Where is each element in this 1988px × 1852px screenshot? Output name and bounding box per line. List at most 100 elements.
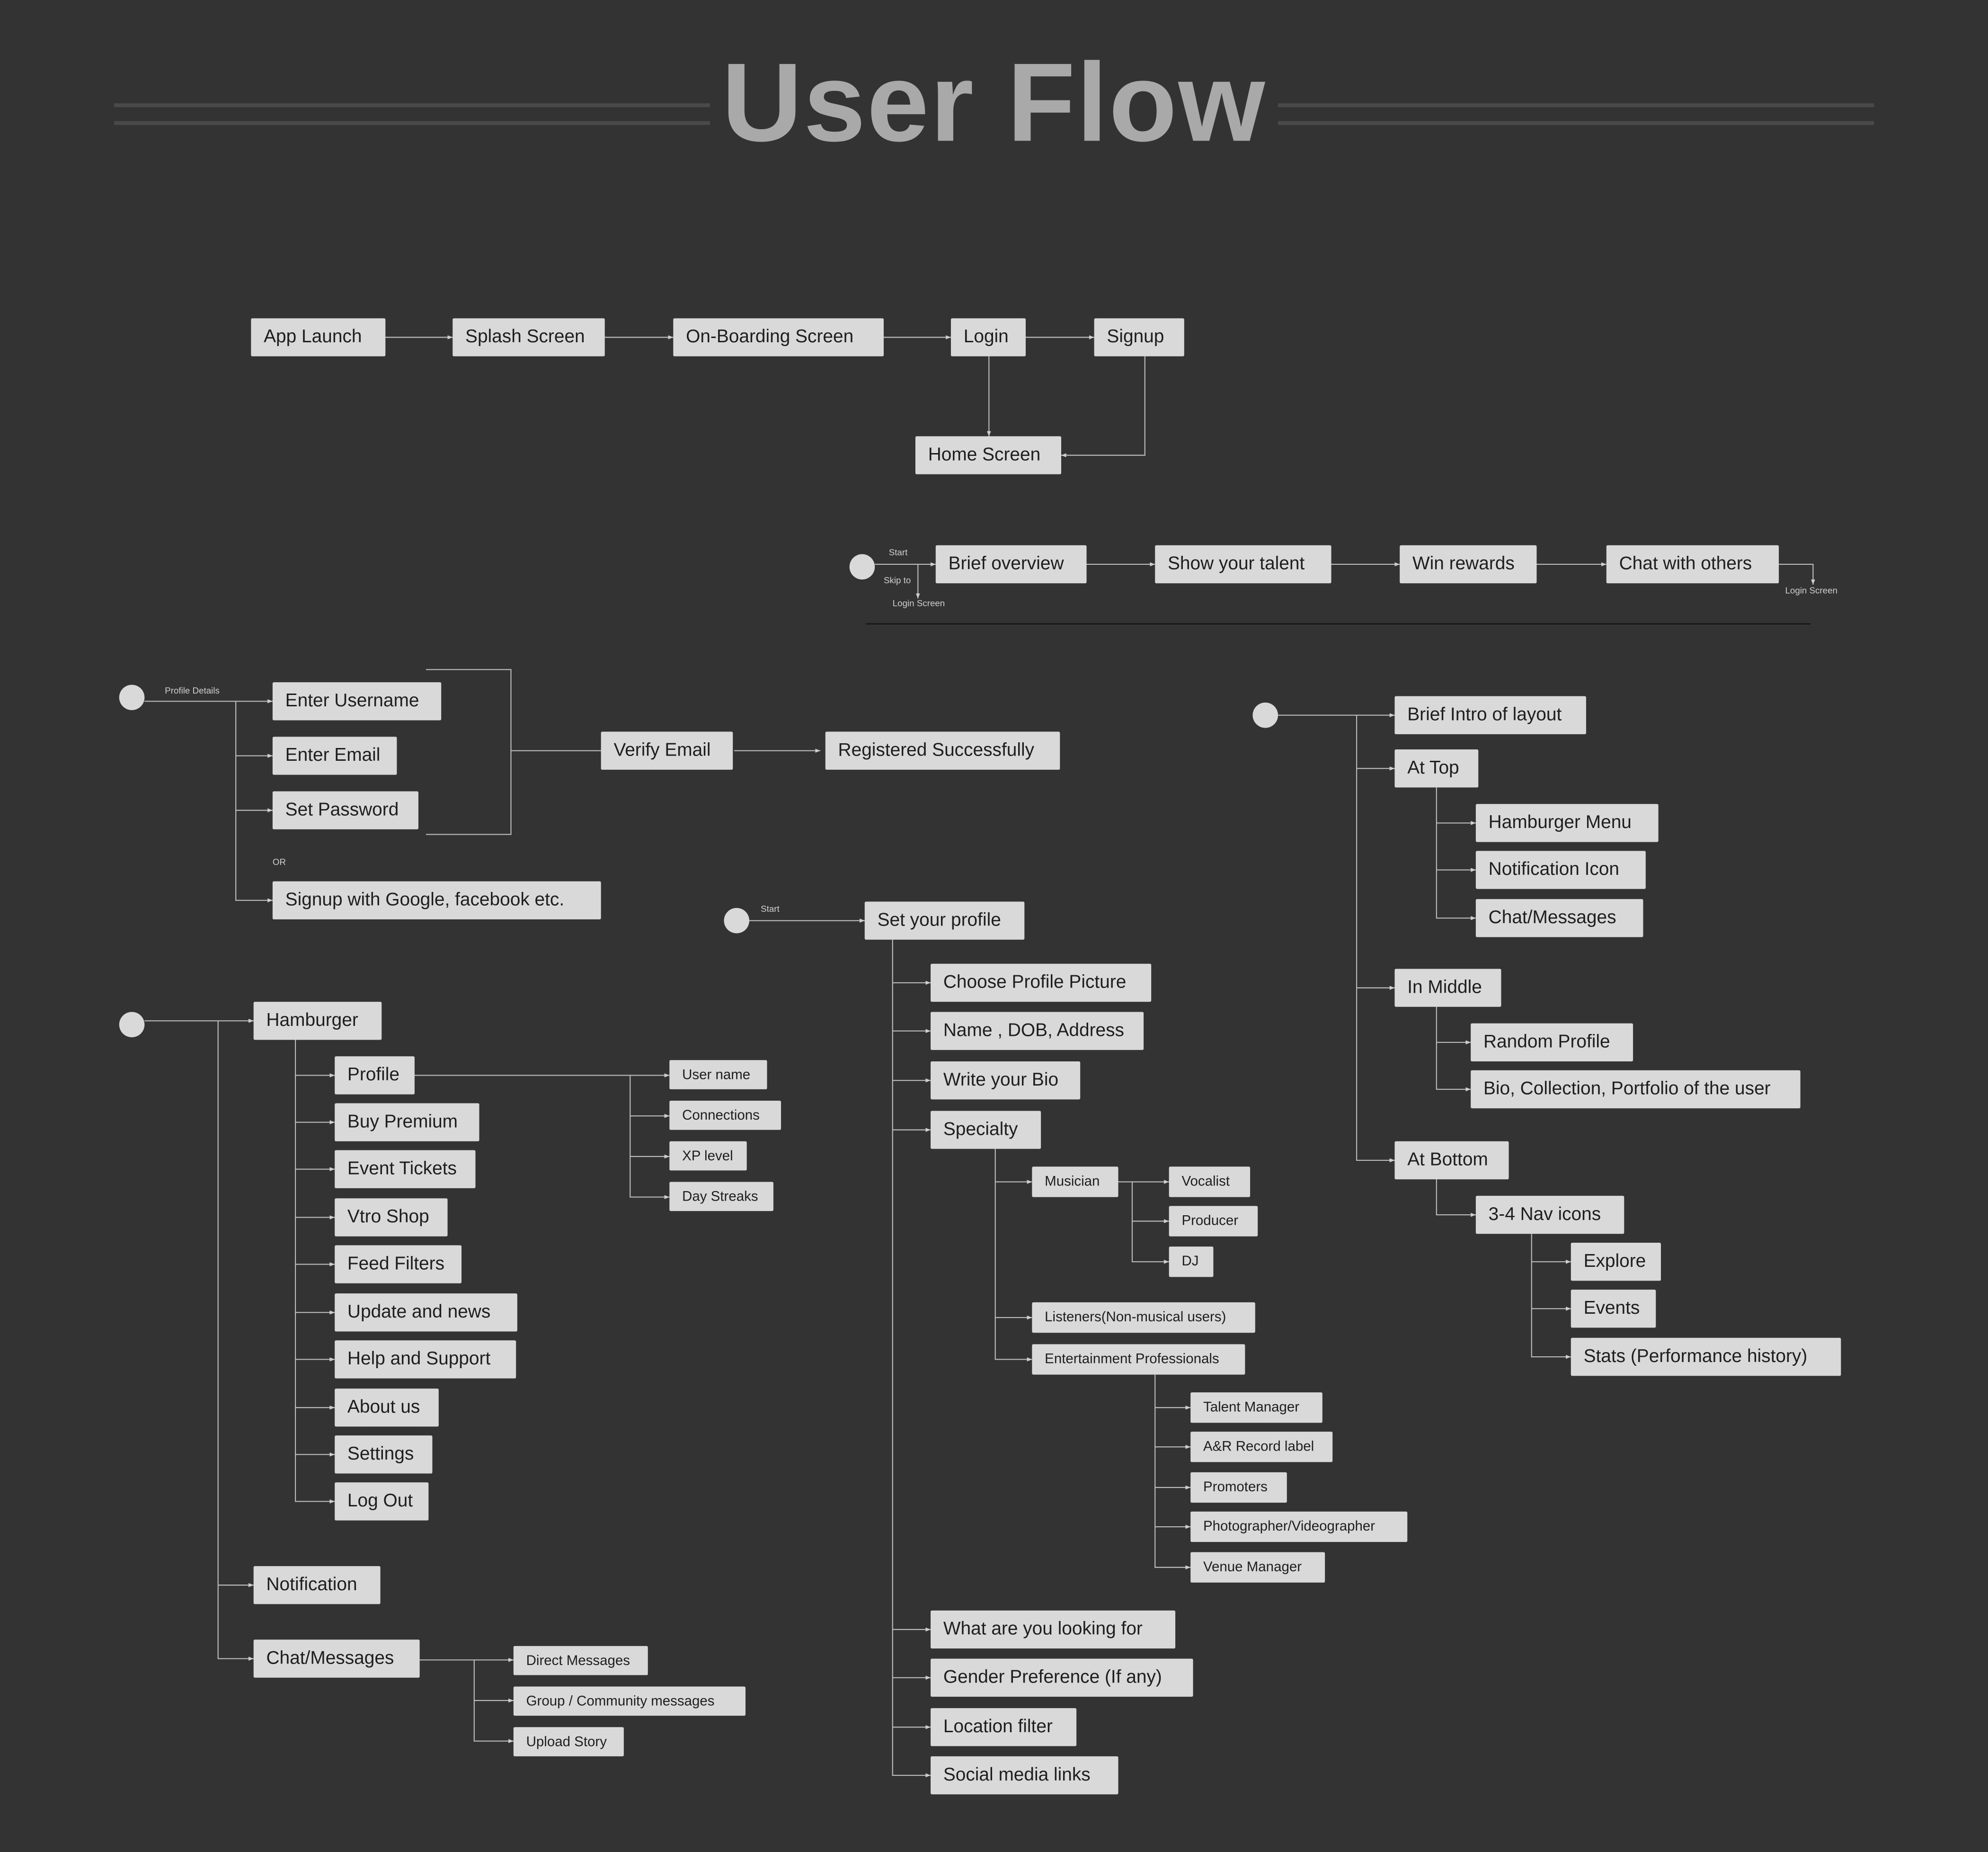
flow-node-menu-items-9: Log Out	[335, 1482, 429, 1521]
flow-node-layout-top: At Top	[1394, 749, 1479, 788]
start-node-signup	[119, 685, 145, 711]
arrow-connector	[1436, 1179, 1476, 1217]
flow-node-profile-setup-root: Set your profile	[864, 901, 1025, 940]
start-node-menu	[119, 1012, 145, 1038]
bracket-connector	[426, 669, 512, 835]
arrow-connector	[1436, 787, 1476, 920]
flow-node-profile-setup-specialty-entertainment-items-3: Photographer/Videographer	[1190, 1511, 1408, 1542]
flow-node-main-flow-home: Home Screen	[915, 436, 1061, 474]
arrow-connector	[217, 1021, 254, 1661]
flow-node-menu-chat-items-2: Upload Story	[513, 1727, 624, 1756]
flow-node-onboarding-steps-1: Show your talent	[1155, 545, 1331, 584]
flow-node-menu-hamburger: Hamburger	[253, 1002, 382, 1040]
flow-node-menu-chat-items-1: Group / Community messages	[513, 1686, 746, 1716]
flow-node-main-flow-login: Login	[950, 318, 1026, 356]
flow-node-menu-chat-items-0: Direct Messages	[513, 1646, 648, 1675]
flow-node-layout-middle-items-1: Bio, Collection, Portfolio of the user	[1471, 1070, 1801, 1109]
start-node-profile-setup	[724, 908, 750, 934]
flow-node-menu-items-7: About us	[335, 1389, 439, 1427]
flow-node-menu-chat: Chat/Messages	[253, 1639, 420, 1678]
flow-node-menu-notification: Notification	[253, 1566, 381, 1604]
flow-node-profile-setup-items-3: Specialty	[931, 1111, 1041, 1149]
flow-node-profile-setup-specialty-musician-items-0: Vocalist	[1169, 1166, 1251, 1197]
flow-node-menu-profile-items-3: Day Streaks	[669, 1182, 773, 1211]
annotation-profile-setup-start: Start	[761, 905, 780, 915]
arrow-connector	[1154, 1374, 1191, 1570]
flow-node-layout-top-items-1: Notification Icon	[1475, 851, 1646, 889]
annotation-onboarding-end-target: Login Screen	[1785, 587, 1838, 596]
flow-node-layout-middle: In Middle	[1394, 969, 1501, 1007]
flow-node-menu-items-1: Buy Premium	[335, 1103, 479, 1141]
annotation-onboarding-skip: Skip to	[883, 577, 911, 586]
flow-node-main-flow-splash: Splash Screen	[453, 318, 605, 356]
flow-node-profile-setup-items-1: Name , DOB, Address	[931, 1012, 1144, 1050]
arrow-connector	[994, 1149, 1032, 1362]
arrow-connector	[1779, 563, 1815, 585]
annotation-onboarding-start: Start	[888, 549, 908, 558]
arrow-connector	[1131, 1182, 1169, 1264]
arrow-connector	[1356, 715, 1395, 1163]
flow-node-signup-flow-fields-1: Enter Email	[272, 737, 397, 775]
flow-node-profile-setup-specialty-musician-items-2: DJ	[1169, 1247, 1214, 1277]
arrow-connector	[1061, 356, 1145, 457]
arrow-connector	[295, 1040, 335, 1504]
flow-node-menu-items-2: Event Tickets	[335, 1150, 476, 1188]
flow-node-menu-profile-items-2: XP level	[669, 1141, 747, 1171]
annotation-signup-flow-label: Profile Details	[165, 687, 220, 696]
flow-node-menu-profile-items-1: Connections	[669, 1101, 781, 1130]
annotation-onboarding-skip-target: Login Screen	[892, 599, 945, 609]
flow-node-profile-setup-items-5: Gender Preference (If any)	[931, 1658, 1193, 1697]
flow-node-profile-setup-items-4: What are you looking for	[931, 1610, 1176, 1649]
flow-node-menu-items-8: Settings	[335, 1435, 433, 1474]
flow-node-profile-setup-specialty-entertainment-items-2: Promoters	[1190, 1472, 1287, 1503]
flow-node-menu-items-3: Vtro Shop	[335, 1198, 448, 1237]
start-node-layout	[1252, 702, 1278, 728]
flow-node-signup-flow-social: Signup with Google, facebook etc.	[272, 881, 601, 919]
arrow-connector	[235, 701, 273, 903]
arrow-connector	[892, 939, 931, 1778]
flow-node-onboarding-steps-0: Brief overview	[935, 545, 1087, 584]
flow-node-layout-nav: 3-4 Nav icons	[1475, 1195, 1624, 1234]
flow-node-signup-flow-success: Registered Successfully	[825, 731, 1060, 770]
flow-node-menu-items-0: Profile	[335, 1056, 415, 1095]
title-rule-right	[1278, 103, 1874, 125]
flow-node-layout-nav-items-0: Explore	[1571, 1243, 1661, 1281]
flow-node-signup-flow-fields-2: Set Password	[272, 791, 418, 829]
flow-node-profile-setup-specialty-entertainment-items-0: Talent Manager	[1190, 1392, 1322, 1423]
flow-node-profile-setup-specialty-listeners: Listeners(Non-musical users)	[1032, 1302, 1255, 1333]
start-node-onboarding	[849, 554, 875, 580]
arrow-connector	[1531, 1234, 1571, 1359]
flow-node-menu-items-6: Help and Support	[335, 1340, 516, 1379]
annotation-signup-flow-or: OR	[272, 858, 286, 868]
flow-node-layout-nav-items-1: Events	[1571, 1290, 1656, 1328]
flow-node-layout-intro: Brief Intro of layout	[1394, 696, 1586, 734]
flow-node-menu-items-5: Update and news	[335, 1293, 517, 1332]
flow-node-main-flow-onboarding: On-Boarding Screen	[673, 318, 884, 356]
flow-node-profile-setup-items-6: Location filter	[931, 1708, 1077, 1746]
flow-node-main-flow-signup: Signup	[1094, 318, 1184, 356]
flow-node-signup-flow-verify: Verify Email	[601, 731, 733, 770]
flow-node-menu-items-4: Feed Filters	[335, 1245, 462, 1283]
flow-node-profile-setup-items-2: Write your Bio	[931, 1061, 1081, 1100]
arrow-connector	[630, 1075, 670, 1199]
title-rule-left	[114, 103, 710, 125]
flow-node-profile-setup-specialty-entertainment: Entertainment Professionals	[1032, 1344, 1245, 1375]
flow-node-onboarding-steps-2: Win rewards	[1400, 545, 1537, 584]
flow-node-layout-middle-items-0: Random Profile	[1471, 1023, 1633, 1061]
flow-node-profile-setup-items-0: Choose Profile Picture	[931, 963, 1152, 1002]
flow-node-main-flow-app-launch: App Launch	[251, 318, 386, 356]
flow-node-layout-top-items-2: Chat/Messages	[1475, 899, 1643, 937]
page-title: User Flow	[721, 39, 1267, 165]
arrow-connector	[473, 1660, 514, 1744]
flow-node-profile-setup-specialty-entertainment-items-1: A&R Record label	[1190, 1432, 1333, 1462]
flow-node-layout-nav-items-2: Stats (Performance history)	[1571, 1337, 1841, 1376]
flow-node-onboarding-steps-3: Chat with others	[1606, 545, 1779, 584]
flow-node-profile-setup-specialty-musician: Musician	[1032, 1166, 1118, 1197]
flow-node-menu-profile-items-0: User name	[669, 1060, 767, 1089]
flow-node-profile-setup-specialty-entertainment-items-4: Venue Manager	[1190, 1552, 1325, 1583]
flow-node-signup-flow-fields-0: Enter Username	[272, 682, 442, 721]
arrow-connector	[1436, 1006, 1471, 1092]
flow-node-profile-setup-specialty-musician-items-1: Producer	[1169, 1206, 1258, 1237]
flow-node-profile-setup-items-7: Social media links	[931, 1756, 1118, 1795]
